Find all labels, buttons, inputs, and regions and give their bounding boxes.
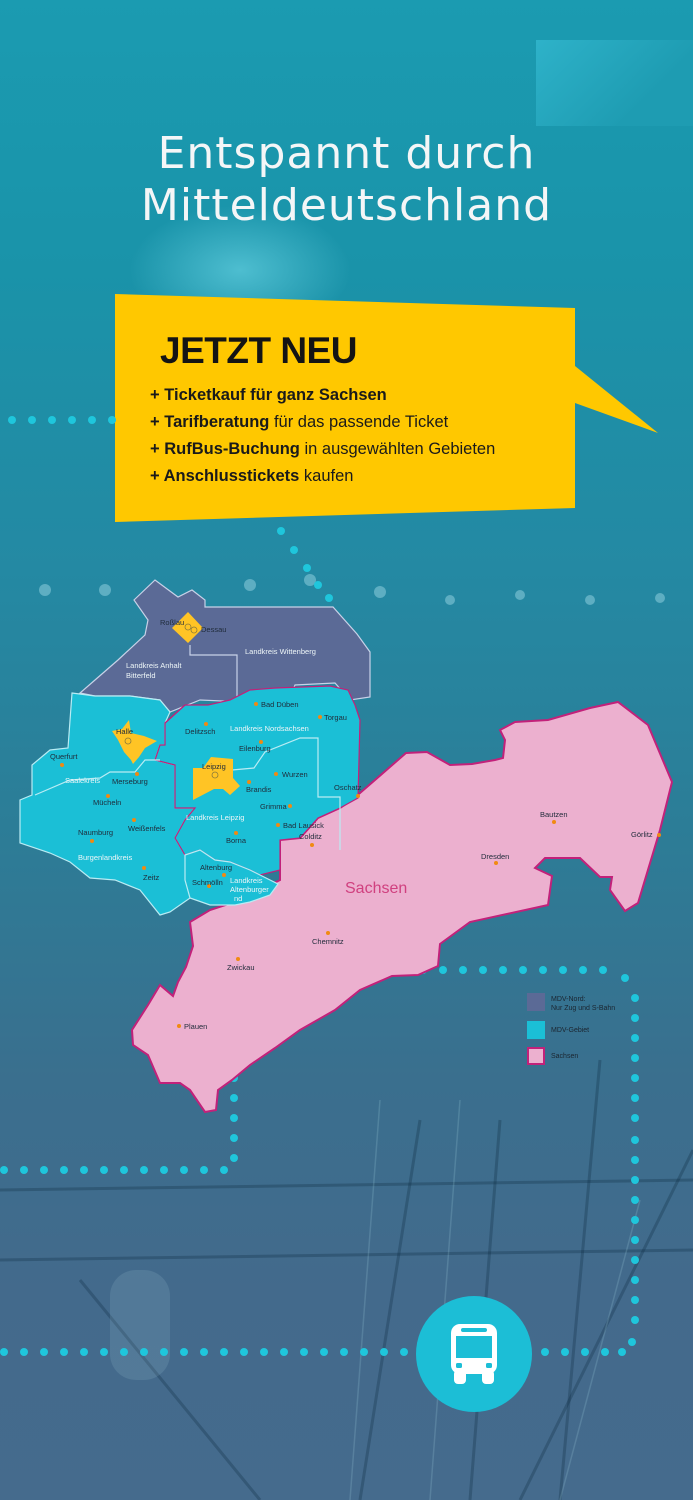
feature-prefix: + xyxy=(150,386,165,404)
legend-label: Sachsen xyxy=(551,1053,579,1060)
city-leipzig: Leipzig xyxy=(202,762,226,771)
feature-bold: RufBus-Buchung xyxy=(164,440,300,458)
district-altenburger-3: nd xyxy=(234,894,242,903)
bus-icon xyxy=(451,1324,497,1384)
city-bad-lausick: Bad Lausick xyxy=(283,821,324,830)
city-borna: Borna xyxy=(226,836,247,845)
feature-prefix: + xyxy=(150,467,164,485)
city-colditz: Colditz xyxy=(299,832,322,841)
title-line-2: Mitteldeutschland xyxy=(140,180,553,231)
district-nordsachsen: Landkreis Nordsachsen xyxy=(230,724,309,733)
city-zeitz: Zeitz xyxy=(143,873,160,882)
city-grimma: Grimma xyxy=(260,802,287,811)
district-wittenberg: Landkreis Wittenberg xyxy=(245,647,316,656)
district-saalekreis: Saalekreis xyxy=(65,776,100,785)
feature-bold: Anschlusstickets xyxy=(163,467,300,485)
city-bad-dueben: Bad Düben xyxy=(261,700,299,709)
city-naumburg: Naumburg xyxy=(78,828,113,837)
feature-prefix: + xyxy=(150,413,165,431)
title-line-1: Entspannt durch xyxy=(157,128,536,179)
city-torgau: Torgau xyxy=(324,713,347,722)
feature-bold: Tarifberatung xyxy=(164,413,270,431)
feature-item: + RufBus-Buchung in ausgewählten Gebiete… xyxy=(150,436,570,463)
city-brandis: Brandis xyxy=(246,785,272,794)
city-merseburg: Merseburg xyxy=(112,777,148,786)
feature-rest: in ausgewählten Gebieten xyxy=(299,440,496,458)
city-chemnitz: Chemnitz xyxy=(312,937,344,946)
city-dots xyxy=(60,702,661,1028)
legend-swatch-mdv-nord xyxy=(527,993,545,1011)
bus-button[interactable] xyxy=(416,1296,532,1412)
legend-label: MDV-Nord: Nur Zug und S-Bahn xyxy=(551,993,615,1013)
city-querfurt: Querfurt xyxy=(50,752,78,761)
feature-rest: für das passende Ticket xyxy=(269,413,449,431)
feature-rest: kaufen xyxy=(299,467,354,485)
district-anhalt-bitterfeld-1: Landkreis Anhalt xyxy=(126,661,182,670)
legend-swatch-sachsen xyxy=(527,1047,545,1065)
city-eilenburg: Eilenburg xyxy=(239,744,271,753)
city-muecheln: Mücheln xyxy=(93,798,121,807)
feature-item: + Tarifberatung für das passende Ticket xyxy=(150,409,570,436)
city-dessau: Dessau xyxy=(201,625,226,634)
feature-item: + Anschlusstickets kaufen xyxy=(150,463,570,490)
district-anhalt-bitterfeld-2: Bitterfeld xyxy=(126,671,156,680)
promo-content: JETZT NEU + Ticketkauf für ganz Sachsen … xyxy=(150,330,570,490)
legend-item-mdv-nord: MDV-Nord: Nur Zug und S-Bahn xyxy=(527,993,615,1013)
city-delitzsch: Delitzsch xyxy=(185,727,215,736)
city-rosslau: Roßlau xyxy=(160,618,184,627)
city-halle: Halle xyxy=(116,727,133,736)
feature-bold: Ticketkauf für ganz Sachsen xyxy=(164,386,387,404)
city-goerlitz: Görlitz xyxy=(631,830,653,839)
feature-item: + Ticketkauf für ganz Sachsen xyxy=(150,382,570,409)
city-bautzen: Bautzen xyxy=(540,810,568,819)
legend-item-mdv-gebiet: MDV-Gebiet xyxy=(527,1021,615,1039)
promo-heading: JETZT NEU xyxy=(160,330,357,371)
city-weissenfels: Weißenfels xyxy=(128,824,166,833)
region-label-sachsen: Sachsen xyxy=(345,880,407,897)
city-plauen: Plauen xyxy=(184,1022,207,1031)
feature-prefix: + xyxy=(150,440,165,458)
city-altenburg: Altenburg xyxy=(200,863,232,872)
map-legend: MDV-Nord: Nur Zug und S-Bahn MDV-Gebiet … xyxy=(527,993,615,1073)
region-mdv-east xyxy=(154,685,361,876)
district-burgenlandkreis: Burgenlandkreis xyxy=(78,853,132,862)
city-area-leipzig xyxy=(193,757,240,800)
city-dresden: Dresden xyxy=(481,852,509,861)
district-leipzig: Landkreis Leipzig xyxy=(186,813,244,822)
legend-label: MDV-Gebiet xyxy=(551,1027,590,1034)
district-altenburger-2: Altenburger xyxy=(230,885,269,894)
region-altenburger-land xyxy=(184,849,279,906)
legend-label-line2: Nur Zug und S-Bahn xyxy=(551,1005,616,1012)
decorative-square xyxy=(536,40,693,126)
city-area-dessau xyxy=(172,612,203,643)
city-wurzen: Wurzen xyxy=(282,770,308,779)
city-area-halle xyxy=(112,720,157,764)
promo-bubble xyxy=(115,294,658,522)
city-schmoelln: Schmölln xyxy=(192,878,223,887)
legend-swatch-mdv-gebiet xyxy=(527,1021,545,1039)
district-altenburger-1: Landkreis xyxy=(230,876,263,885)
city-oschatz: Oschatz xyxy=(334,783,362,792)
legend-label-line1: MDV-Nord: xyxy=(551,996,586,1003)
legend-item-sachsen: Sachsen xyxy=(527,1047,615,1065)
city-zwickau: Zwickau xyxy=(227,963,255,972)
region-sachsen xyxy=(130,700,674,1114)
page-title: Entspannt durch Mitteldeutschland xyxy=(0,128,693,232)
